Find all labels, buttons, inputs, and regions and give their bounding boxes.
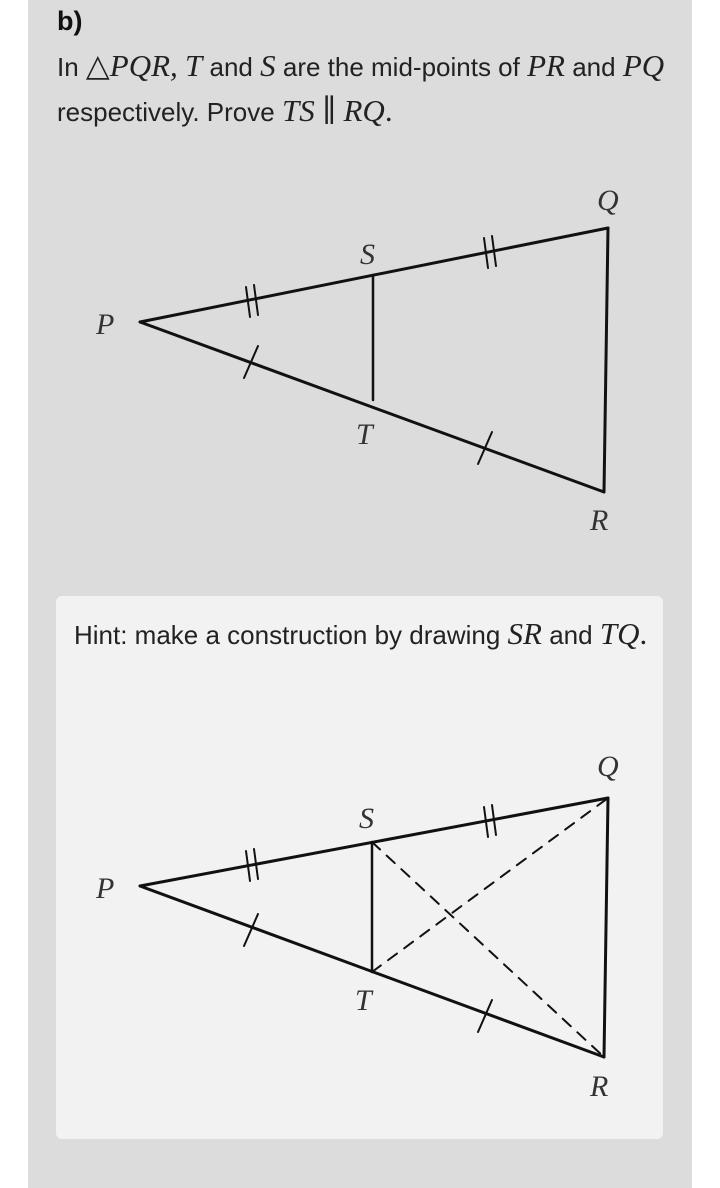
triangle-symbol: △ [85, 48, 110, 83]
question-text-midpoints: are the mid-points of [282, 52, 520, 82]
seg-ts: TS [281, 93, 315, 128]
hint-text: Hint: make a construction by drawing SR … [74, 612, 654, 657]
hint-side-pq-line [138, 796, 610, 888]
vertex-label-p: P [95, 308, 114, 341]
hint-box [56, 596, 663, 1139]
construction-tq-line [371, 797, 609, 973]
question-text-in: In [57, 52, 79, 82]
seg-rq: RQ [343, 93, 385, 128]
tick-pq-right-2 [491, 235, 497, 267]
hint-tick-pr-right [477, 999, 493, 1033]
parallel-symbol: ∥ [321, 93, 337, 128]
tick-pr-left [243, 345, 259, 379]
side-pq: PQ [622, 48, 665, 83]
hint-tick-pq-left-2 [253, 848, 259, 880]
tick-pq-left-1 [245, 286, 251, 318]
question-text: In △PQR, T and S are the mid-points of P… [57, 44, 677, 134]
point-s: S [260, 48, 276, 83]
hint-side-qr-line [602, 796, 610, 1059]
part-label: b) [57, 6, 83, 36]
tick-pq-right-1 [483, 237, 489, 269]
hint-period: . [639, 616, 648, 651]
hint-tick-pr-left [243, 913, 259, 947]
side-qr-line [602, 226, 610, 494]
hint-and: and [549, 620, 593, 650]
hint-tick-pq-left-1 [245, 850, 251, 882]
question-text-respectively: respectively. Prove [57, 97, 275, 127]
hint-vertex-label-r: R [589, 1070, 608, 1103]
hint-tick-pq-right-1 [483, 806, 489, 838]
side-pr: PR [527, 48, 565, 83]
vertex-label-s: S [360, 238, 375, 271]
triangle-diagram: P Q R S T [95, 184, 619, 537]
hint-vertex-label-p: P [95, 872, 114, 905]
tick-pq-left-2 [253, 284, 259, 316]
question-text-and-2: and [572, 52, 616, 82]
hint-tick-pq-right-2 [491, 804, 497, 836]
vertex-label-q: Q [597, 184, 619, 217]
side-pr-line [138, 320, 606, 494]
question-text-and-1: and [209, 52, 253, 82]
construction-sr-line [371, 841, 605, 1058]
point-t: T [185, 48, 203, 83]
tick-pr-right [477, 431, 493, 465]
hint-diagram: P Q R S T [95, 750, 619, 1103]
hint-vertex-label-t: T [355, 984, 374, 1017]
vertex-label-t: T [356, 418, 375, 451]
hint-seg-tq: TQ [599, 616, 640, 651]
vertex-label-r: R [589, 504, 608, 537]
question-period: . [384, 93, 393, 128]
hint-seg-sr: SR [507, 616, 542, 651]
hint-vertex-label-s: S [359, 802, 374, 835]
triangle-name: PQR, [109, 48, 178, 83]
hint-prefix: Hint: make a construction by drawing [74, 620, 501, 650]
hint-vertex-label-q: Q [597, 750, 619, 783]
